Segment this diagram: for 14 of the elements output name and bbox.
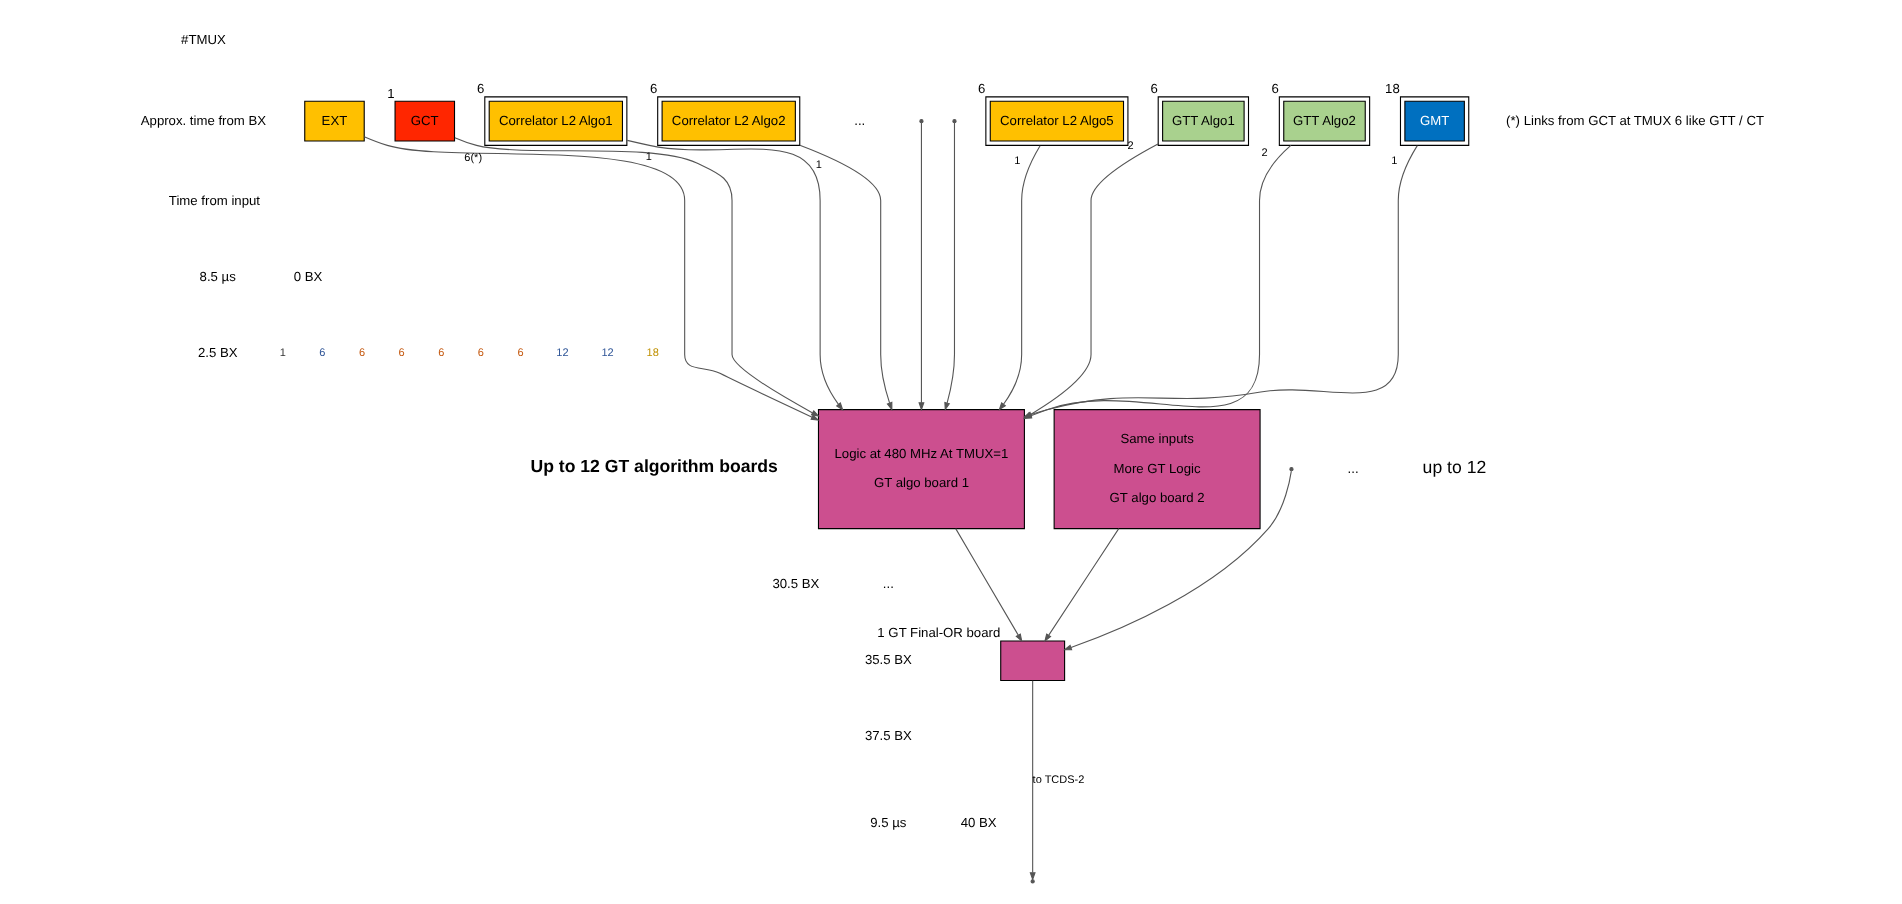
arrow — [1043, 528, 1119, 643]
arrow — [997, 145, 1040, 411]
node-box — [999, 640, 1065, 682]
arrow — [453, 137, 819, 417]
arrow — [943, 122, 955, 412]
arrow — [954, 528, 1022, 643]
label: Up to 12 GT algorithm boards — [529, 456, 777, 477]
arrow — [917, 122, 924, 412]
arrow — [362, 136, 819, 421]
arrow — [1028, 680, 1035, 882]
label: up to 12 — [1421, 457, 1486, 478]
arrow — [798, 144, 892, 411]
arrow — [1062, 470, 1291, 651]
arrow — [625, 139, 843, 411]
